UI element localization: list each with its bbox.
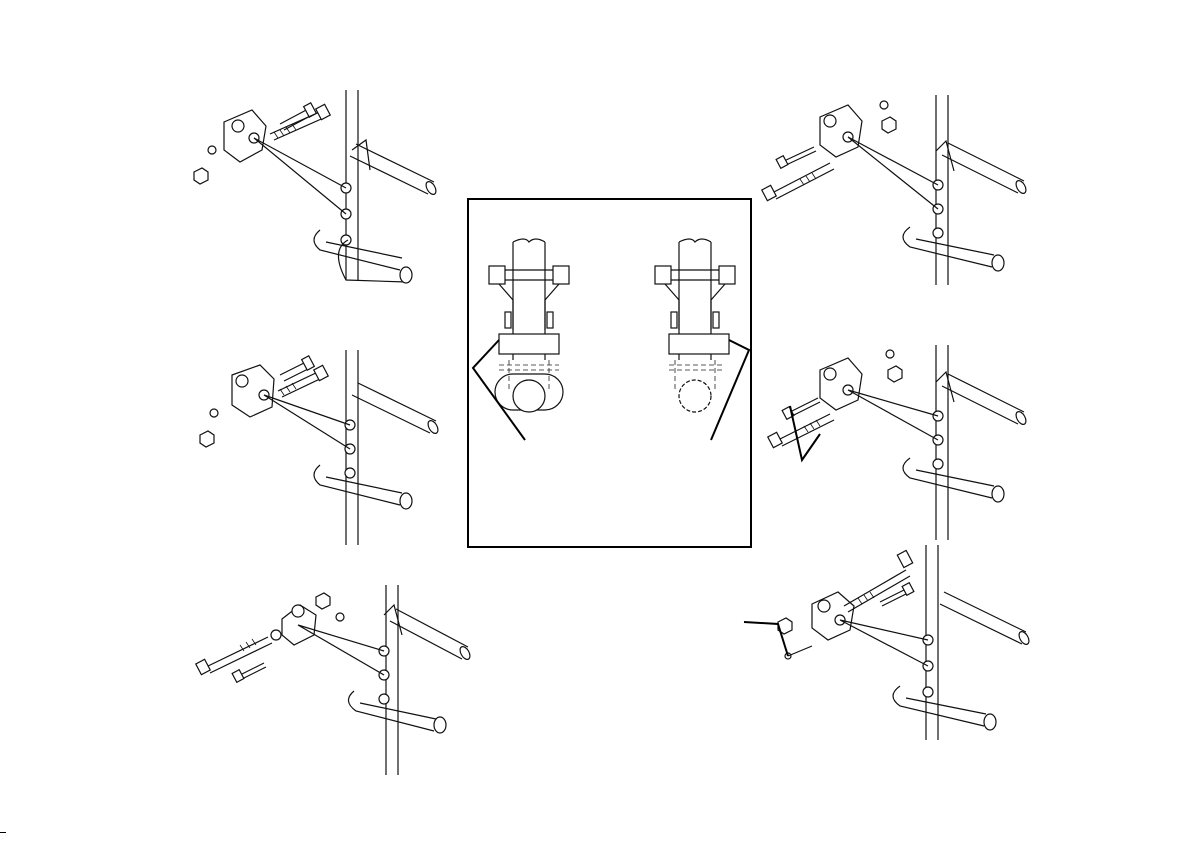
detail-left-view [473, 239, 569, 440]
cross-tube [940, 592, 1031, 646]
bolt-short [776, 147, 816, 168]
nut-and-washer [886, 350, 902, 382]
foot-tube [893, 686, 996, 730]
foot-tube [314, 465, 412, 509]
assembly-figure-middle-right [760, 340, 1060, 560]
foot-tube [903, 458, 1004, 502]
nut-and-washer [316, 593, 344, 621]
bolt-short [232, 663, 266, 682]
frame-upright [933, 95, 948, 285]
frame-upright [923, 545, 938, 740]
mounting-bracket [224, 110, 266, 162]
mounting-bracket [820, 358, 862, 410]
foot-tube [348, 691, 446, 733]
cross-tube [936, 141, 1028, 195]
sheet-corner-mark [0, 832, 6, 833]
nut-and-washer [200, 409, 218, 447]
assembly-figure-bottom-left [190, 575, 490, 795]
foot-tube [903, 227, 1004, 271]
cross-tube [936, 372, 1028, 426]
callout-leader-right [711, 340, 749, 440]
bolt-long [762, 163, 834, 201]
mounting-bracket [271, 605, 316, 645]
assembly-figure-top-right [760, 85, 1060, 305]
mounting-bracket [232, 365, 274, 417]
mounting-bracket [812, 592, 854, 640]
assembly-figure-top-left [180, 80, 480, 300]
cross-tube [352, 383, 440, 435]
mounting-bracket [820, 105, 862, 157]
bolt-lower [270, 104, 330, 140]
bolt-long [196, 637, 272, 675]
cross-tube [384, 605, 472, 661]
frame-upright [933, 345, 948, 540]
assembly-figure-middle-left [180, 345, 480, 565]
foot-tube [314, 230, 412, 283]
bolt-short [782, 398, 820, 419]
bolt-long [768, 414, 834, 448]
nut-and-washer [778, 618, 792, 659]
nut-and-washer [194, 146, 216, 184]
frame-upright [379, 585, 398, 775]
detail-right-view [655, 239, 749, 440]
assembly-figure-bottom-right [740, 540, 1040, 760]
detail-view-box [467, 198, 752, 548]
nut-and-washer [880, 101, 896, 133]
bolt-short [880, 583, 914, 606]
frame-upright [341, 90, 358, 280]
cross-tube [350, 140, 438, 196]
bolt-upper [280, 356, 314, 381]
bolt-long [844, 550, 913, 612]
bolt-lower [278, 365, 328, 397]
